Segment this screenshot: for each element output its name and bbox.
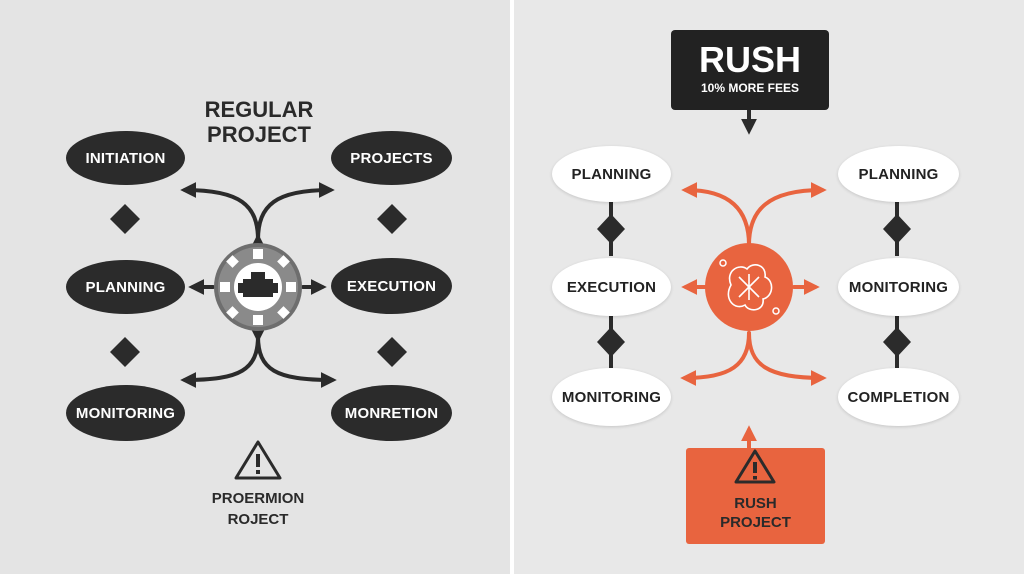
node-completion[interactable]: COMPLETION [838, 368, 959, 426]
gear-icon [214, 243, 302, 331]
connector-bottom-left [680, 331, 751, 386]
rush-badge-subtitle: 10% MORE FEES [700, 81, 800, 95]
rush-footer-line-2: PROJECT [720, 514, 791, 531]
diamond-icon [377, 337, 407, 367]
regular-project-title: REGULAR PROJECT [170, 97, 348, 148]
connector-top-left [180, 182, 260, 242]
panel-divider [510, 0, 514, 574]
diamond-icon [597, 327, 625, 357]
rush-badge-title: RUSH [698, 39, 801, 80]
flower-icon [705, 243, 793, 331]
node-execution[interactable]: EXECUTION [331, 258, 452, 314]
connector-bottom-left [180, 334, 260, 388]
node-initiation[interactable]: INITIATION [66, 131, 185, 185]
rush-project-label: RUSH PROJECT [686, 494, 825, 532]
node-planning-left[interactable]: PLANNING [552, 146, 671, 202]
connector-bottom-right [256, 334, 337, 388]
connector-top-left [681, 182, 751, 247]
node-planning[interactable]: PLANNING [66, 260, 185, 314]
footer-line-2: ROJECT [227, 511, 289, 529]
footer-line-1: PROERMION [211, 490, 305, 507]
diamond-icon [110, 204, 140, 234]
connector-top-right [256, 182, 335, 242]
connector-top-right [747, 182, 827, 247]
title-line-1: REGULAR [204, 97, 314, 122]
rush-footer-line-1: RUSH [734, 495, 777, 512]
title-line-2: PROJECT [207, 122, 311, 148]
node-planning-right[interactable]: PLANNING [838, 146, 959, 202]
regular-footer-label: PROERMION ROJECT [178, 490, 338, 529]
rush-badge [671, 30, 829, 110]
connector-bottom-right [747, 331, 827, 386]
node-monitoring-left[interactable]: MONITORING [552, 368, 671, 426]
diamond-icon [597, 214, 625, 244]
node-projects[interactable]: PROJECTS [331, 131, 452, 185]
node-execution[interactable]: EXECUTION [552, 258, 671, 316]
diamond-icon [883, 327, 911, 357]
diamond-icon [883, 214, 911, 244]
warning-icon [234, 440, 282, 480]
diamond-icon [110, 337, 140, 367]
rush-project-box [686, 448, 825, 544]
node-monitoring-right[interactable]: MONITORING [838, 258, 959, 316]
warning-icon [734, 449, 776, 484]
node-monitoring[interactable]: MONITORING [66, 385, 185, 441]
node-monretion[interactable]: MONRETION [331, 385, 452, 441]
diamond-icon [377, 204, 407, 234]
